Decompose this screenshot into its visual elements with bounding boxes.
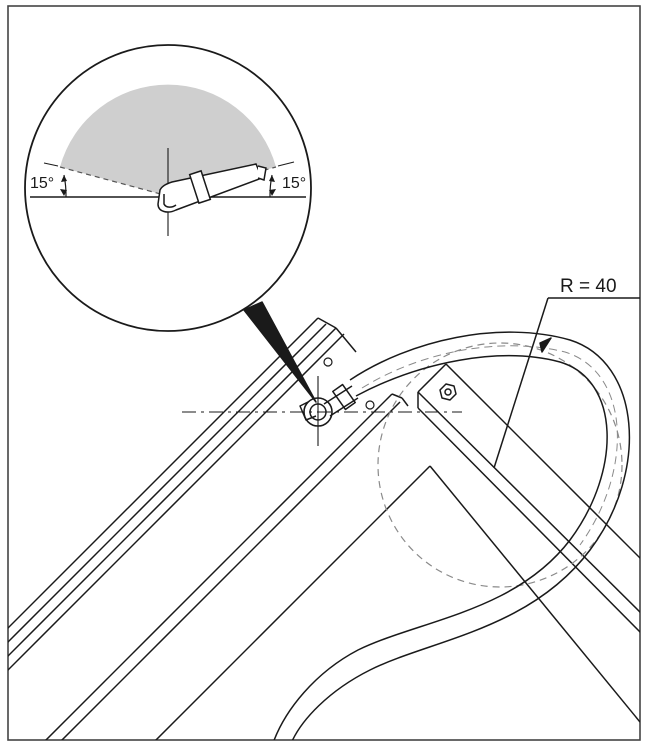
nut-icon (439, 383, 457, 401)
angle-label-right: 15° (282, 175, 306, 192)
collector-frame-rails (8, 317, 431, 740)
mounting-hole (365, 400, 375, 410)
fitting-centerlines (182, 376, 462, 446)
support-bracket (417, 363, 640, 723)
flexible-hose (273, 331, 630, 740)
radius-label: R = 40 (560, 276, 617, 297)
mounting-hole (323, 357, 333, 367)
permitted-angle-sector (60, 84, 276, 196)
bend-radius-circle (377, 342, 623, 588)
radius-annotation (493, 297, 640, 469)
zoom-detail: 15° 15° (24, 44, 312, 332)
callout-leader (243, 301, 317, 403)
angle-label-left: 15° (30, 175, 54, 192)
hose-detail (157, 163, 267, 213)
